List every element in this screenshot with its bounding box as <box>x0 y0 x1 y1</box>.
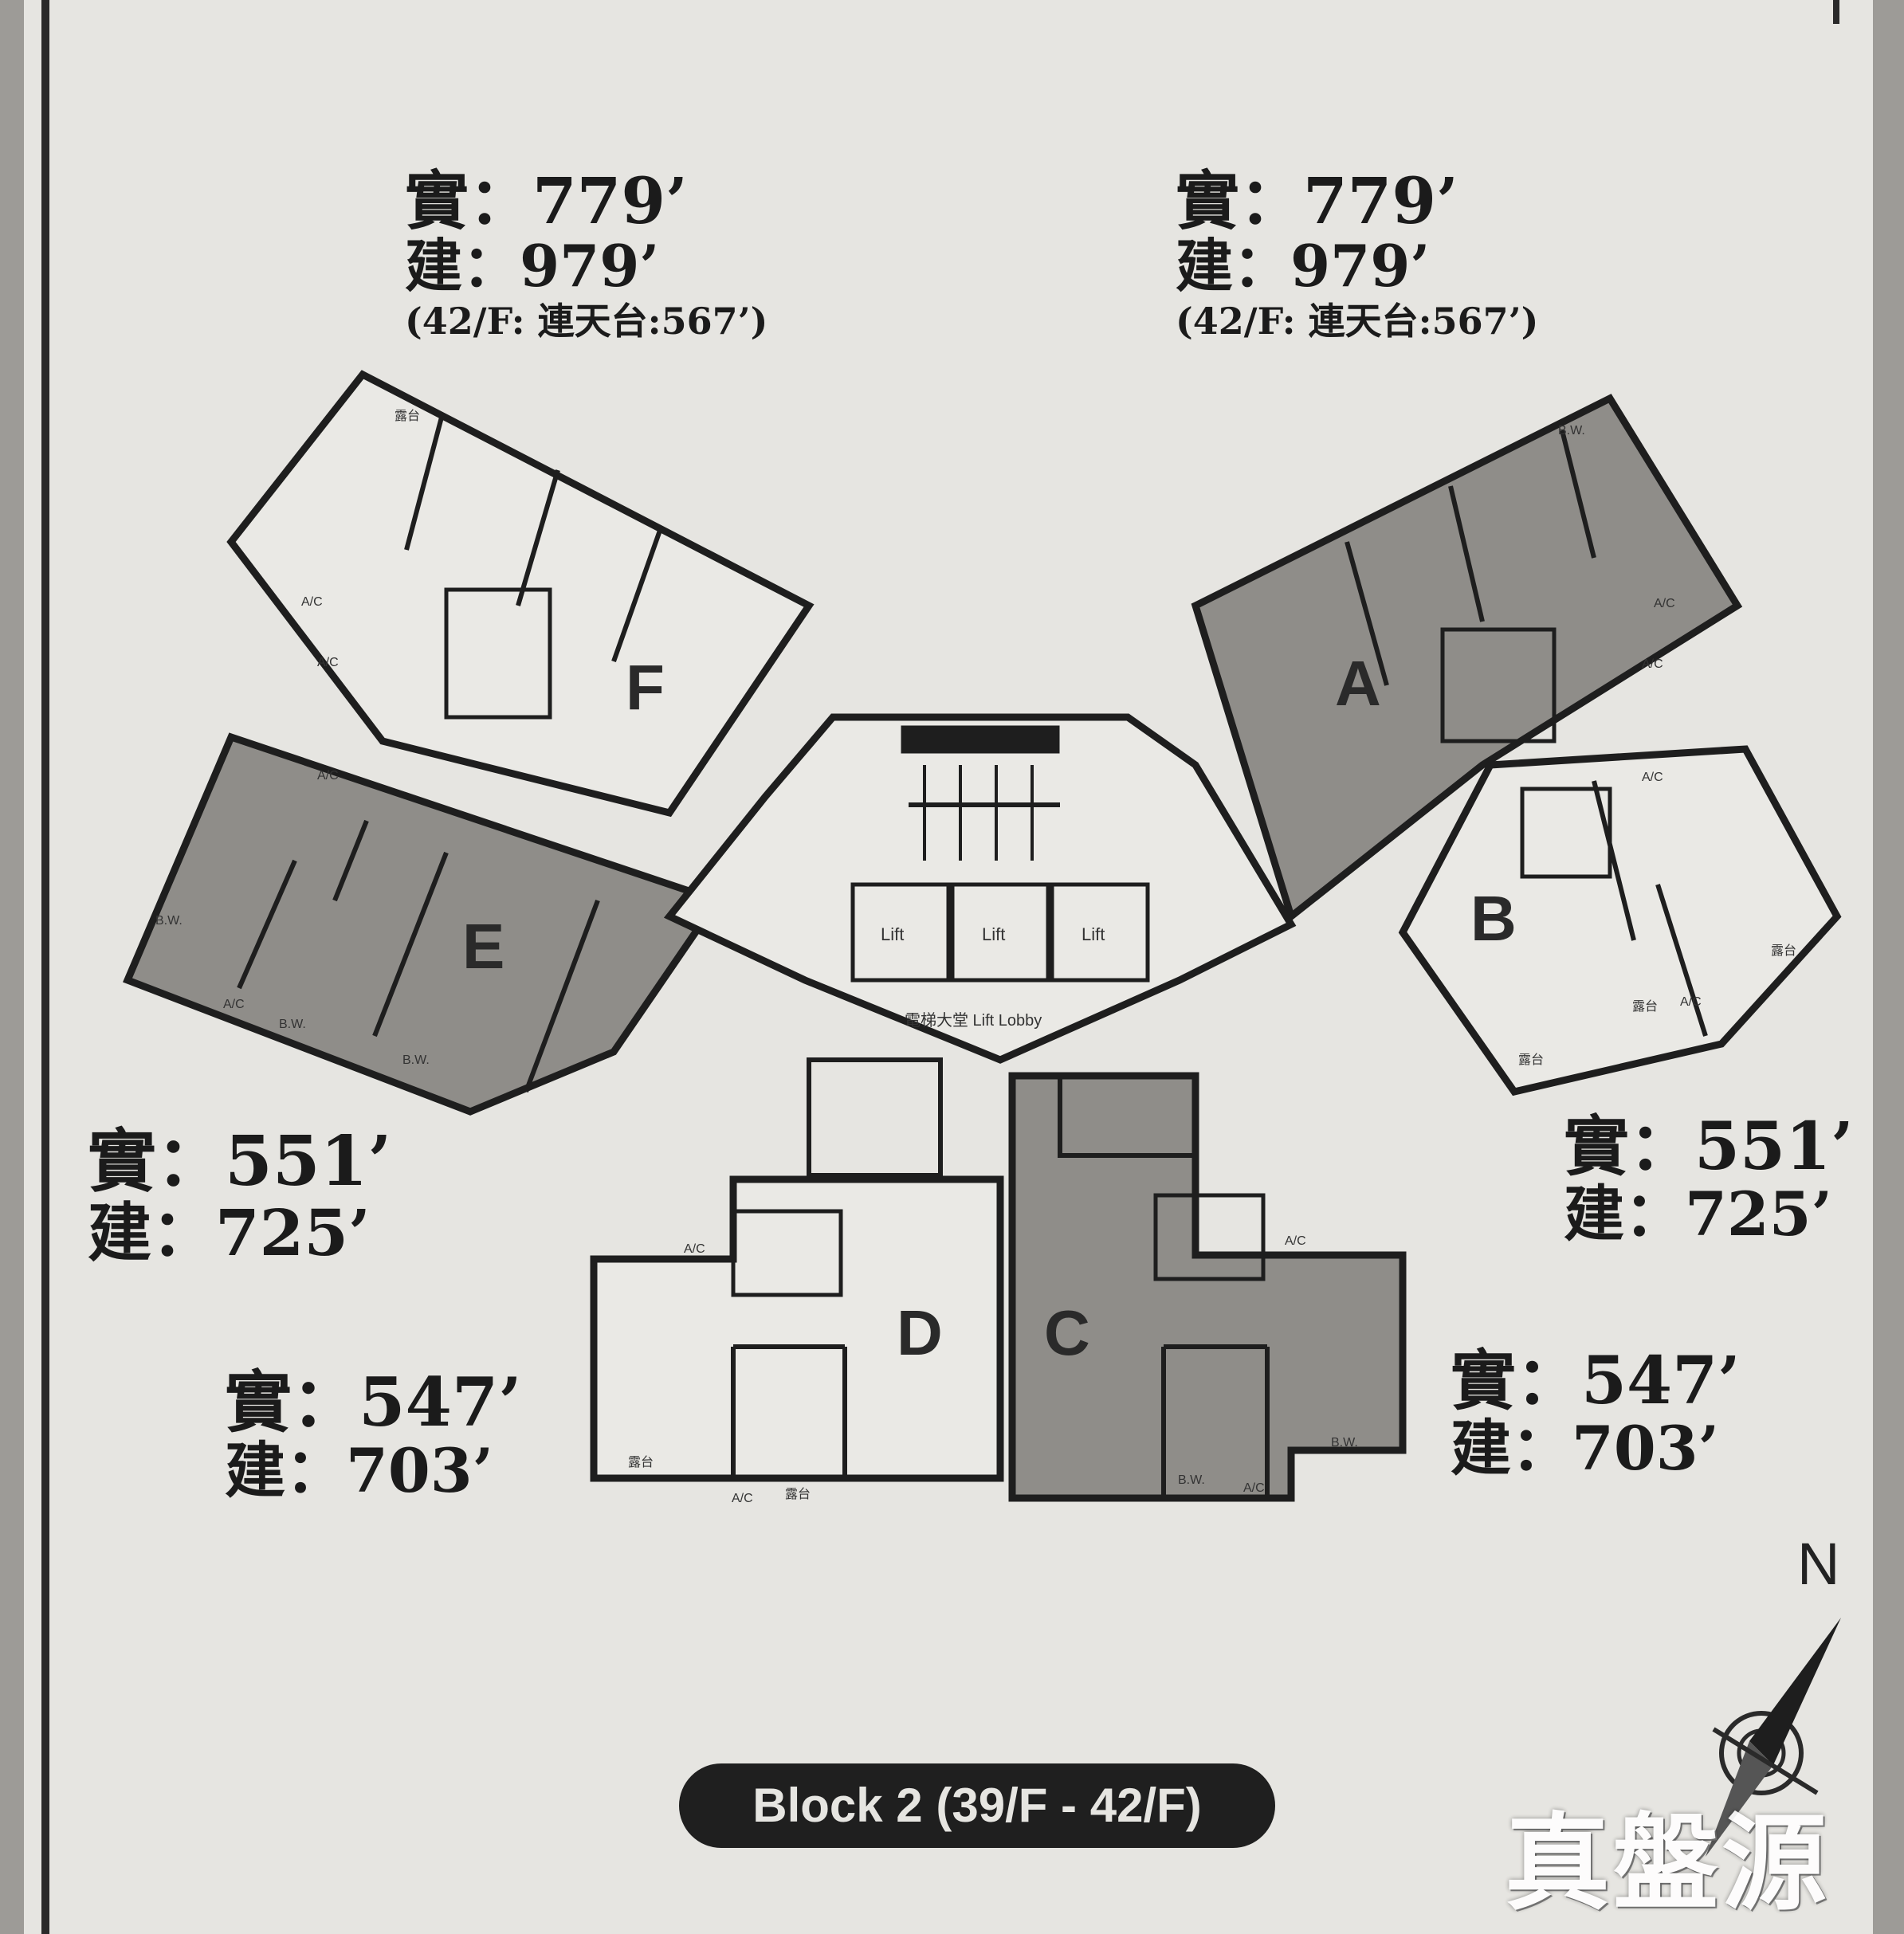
ac-label-b2: A/C <box>1680 995 1702 1009</box>
ac-label-c2: A/C <box>1243 1481 1265 1495</box>
balcony-label-b3: 露台 <box>1518 1053 1544 1067</box>
lift-core <box>663 713 1297 1178</box>
unit-e-saleable-area: 實：551’ <box>88 1121 392 1202</box>
unit-d-gross-area: 建：703’ <box>225 1435 494 1506</box>
balcony-label-f: 露台 <box>395 409 420 423</box>
unit-f-area: 實：779’ 建：979’ (42/F: 連天台:567’) <box>405 169 767 339</box>
unit-a-saleable-area: 實：779’ <box>1176 163 1458 238</box>
unit-e-gross-area: 建：725’ <box>88 1195 371 1270</box>
page-border-top <box>1833 0 1839 24</box>
unit-f-outline <box>226 370 815 818</box>
unit-c-saleable-area: 實：547’ <box>1451 1343 1741 1419</box>
unit-b-outline <box>1398 745 1842 1096</box>
unit-d-letter: D <box>897 1297 943 1368</box>
lift-label-1: Lift <box>881 924 904 944</box>
watermark-logo: 真盤源 <box>1505 1803 1830 1925</box>
unit-f-roof-note: (42/F: 連天台:567’) <box>405 300 768 343</box>
balcony-label-b: 露台 <box>1771 943 1796 958</box>
unit-a-roof-note: (42/F: 連天台:567’) <box>1176 300 1539 343</box>
unit-c-letter: C <box>1044 1297 1090 1368</box>
ac-label-e: A/C <box>317 769 339 783</box>
unit-e-letter: E <box>462 911 504 982</box>
unit-c-area: 實：547’ 建：703’ <box>1451 1348 1741 1484</box>
ac-label-c: A/C <box>1285 1234 1306 1248</box>
lift-label-2: Lift <box>982 924 1005 944</box>
unit-e-area: 實：551’ 建：725’ <box>88 1128 391 1269</box>
unit-c-outline <box>1008 1072 1407 1502</box>
unit-e-outline <box>123 732 724 1116</box>
unit-a-outline <box>1191 394 1743 923</box>
north-arrow <box>1706 1618 1841 1857</box>
bw-label-e: B.W. <box>155 914 183 928</box>
unit-d-area: 實：547’ 建：703’ <box>225 1369 522 1506</box>
ac-label-a2: A/C <box>1642 657 1663 671</box>
ac-label-f2: A/C <box>317 656 339 669</box>
ac-label-f: A/C <box>301 595 323 609</box>
ac-label-e2: A/C <box>223 998 245 1011</box>
balcony-label-d: 露台 <box>628 1455 654 1469</box>
ac-label-d: A/C <box>684 1242 705 1256</box>
lift-lobby-label: 電梯大堂 Lift Lobby <box>905 1011 1042 1030</box>
block-label-text: Block 2 (39/F - 42/F) <box>752 1779 1202 1832</box>
balcony-label-d2: 露台 <box>785 1487 811 1501</box>
unit-b-letter: B <box>1470 883 1517 954</box>
ac-label-b: A/C <box>1642 771 1663 784</box>
ac-label-d2: A/C <box>732 1492 753 1505</box>
lift-car-3 <box>1050 882 1150 983</box>
unit-c-gross-area: 建：703’ <box>1451 1413 1720 1484</box>
bw-label-c2: B.W. <box>1178 1473 1205 1487</box>
bw-label-e2: B.W. <box>279 1018 306 1031</box>
unit-d-saleable-area: 實：547’ <box>225 1363 522 1442</box>
bw-label-e3: B.W. <box>402 1053 430 1067</box>
bw-label-a: B.W. <box>1558 424 1585 437</box>
unit-b-saleable-area: 實：551’ <box>1564 1108 1854 1185</box>
unit-d-outline <box>590 1175 1004 1482</box>
unit-f-letter: F <box>626 652 665 723</box>
unit-a-area: 實：779’ 建：979’ (42/F: 連天台:567’) <box>1176 169 1538 339</box>
unit-b-area: 實：551’ 建：725’ <box>1564 1114 1854 1249</box>
unit-b-gross-area: 建：725’ <box>1564 1179 1833 1249</box>
unit-f-saleable-area: 實：779’ <box>405 163 688 238</box>
lift-car-2 <box>950 882 1050 983</box>
bw-label-c: B.W. <box>1331 1436 1358 1450</box>
unit-a-gross-area: 建：979’ <box>1176 232 1431 300</box>
ac-label-a: A/C <box>1654 597 1675 610</box>
page-border-left <box>41 0 49 1934</box>
block-label: Block 2 (39/F - 42/F) <box>679 1763 1275 1848</box>
lift-car-1 <box>850 882 951 983</box>
north-label: N <box>1797 1531 1840 1597</box>
unit-f-gross-area: 建：979’ <box>405 232 660 300</box>
unit-a-letter: A <box>1335 648 1381 719</box>
balcony-label-b2: 露台 <box>1632 999 1658 1014</box>
lift-label-3: Lift <box>1082 924 1105 944</box>
